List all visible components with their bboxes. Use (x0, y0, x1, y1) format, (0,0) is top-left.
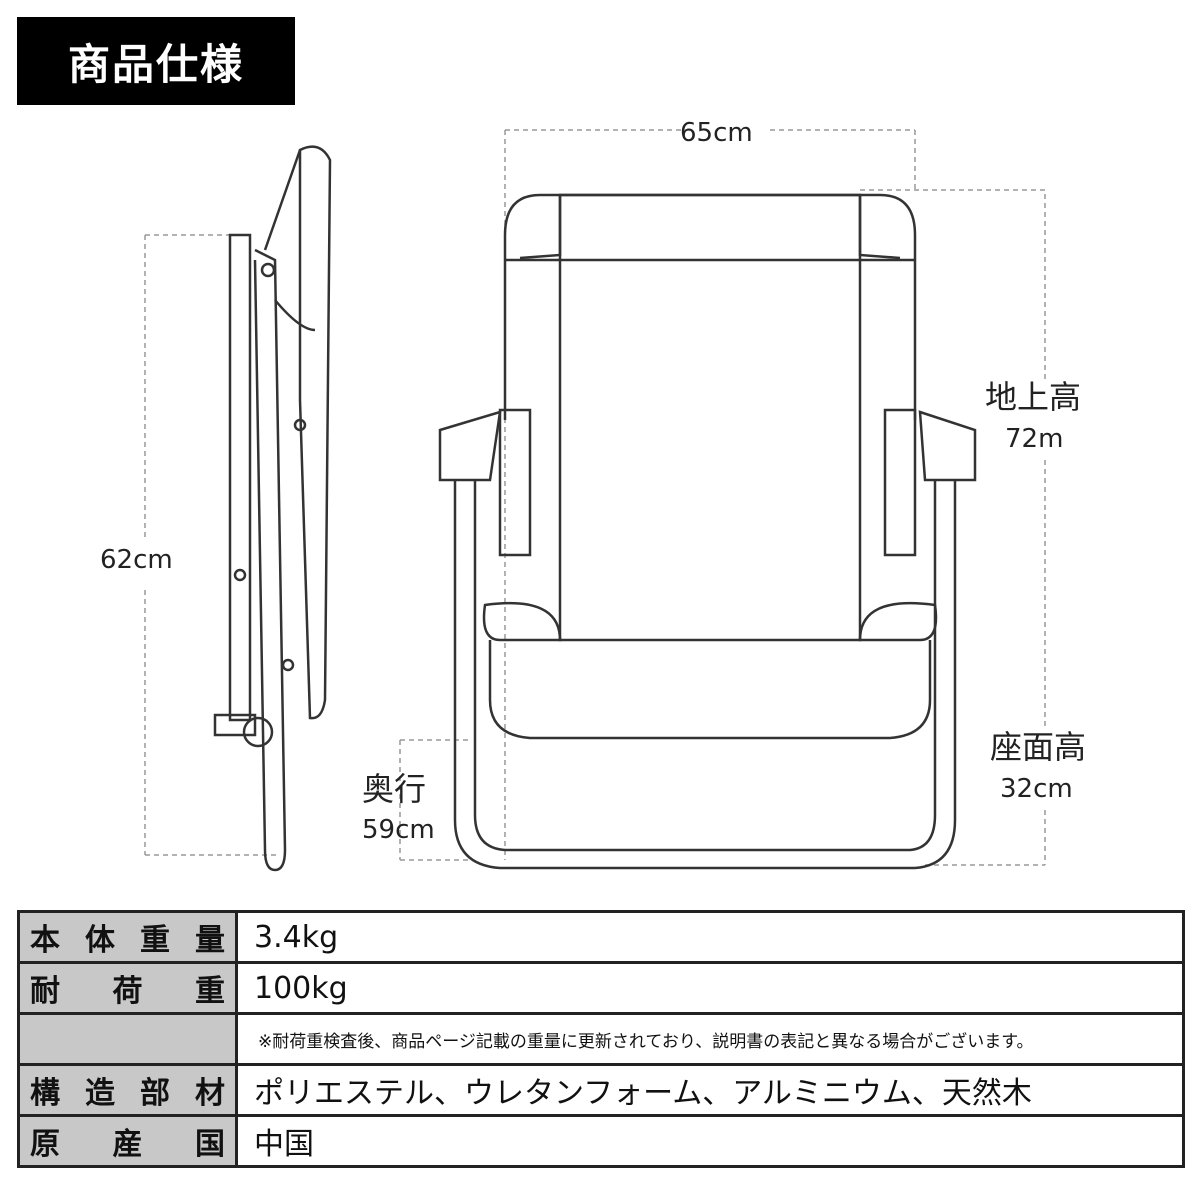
spec-value: 中国 (235, 1114, 1185, 1168)
spec-label: 耐荷重 (30, 974, 225, 1009)
folded-chair-side (213, 145, 332, 872)
folded-height-value: 62cm (100, 545, 173, 575)
chair-diagram (144, 129, 1046, 872)
dimension-lines (144, 129, 1046, 866)
spec-value: 3.4kg (235, 910, 1185, 964)
spec-label: 構造部材 (30, 1076, 225, 1111)
table-row: 原産国 中国 (17, 1114, 1185, 1168)
width-dimension: 65cm (680, 118, 753, 148)
depth-value: 59cm (362, 815, 435, 845)
seat-height-label: 座面高 (990, 728, 1087, 766)
spec-label: 原産国 (30, 1127, 225, 1162)
spec-note: ※耐荷重検査後、商品ページ記載の重量に更新されており、説明書の表記と異なる場合が… (235, 1012, 1185, 1066)
height-label: 地上高 (985, 378, 1082, 416)
table-row: ※耐荷重検査後、商品ページ記載の重量に更新されており、説明書の表記と異なる場合が… (17, 1012, 1185, 1066)
spec-table: 本体重量 3.4kg 耐荷重 100kg ※耐荷重検査後、商品ページ記載の重量に… (17, 910, 1185, 1168)
table-row: 本体重量 3.4kg (17, 910, 1185, 964)
seat-height-value: 32cm (1000, 774, 1073, 804)
chair-front (438, 193, 977, 870)
depth-label: 奥行 (362, 770, 427, 808)
table-row: 構造部材 ポリエステル、ウレタンフォーム、アルミニウム、天然木 (17, 1063, 1185, 1117)
table-row: 耐荷重 100kg (17, 961, 1185, 1015)
page-title: 商品仕様 (17, 17, 295, 105)
spec-value: ポリエステル、ウレタンフォーム、アルミニウム、天然木 (235, 1063, 1185, 1117)
spec-label: 本体重量 (30, 923, 225, 958)
spec-value: 100kg (235, 961, 1185, 1015)
height-value: 72m (1005, 424, 1064, 454)
